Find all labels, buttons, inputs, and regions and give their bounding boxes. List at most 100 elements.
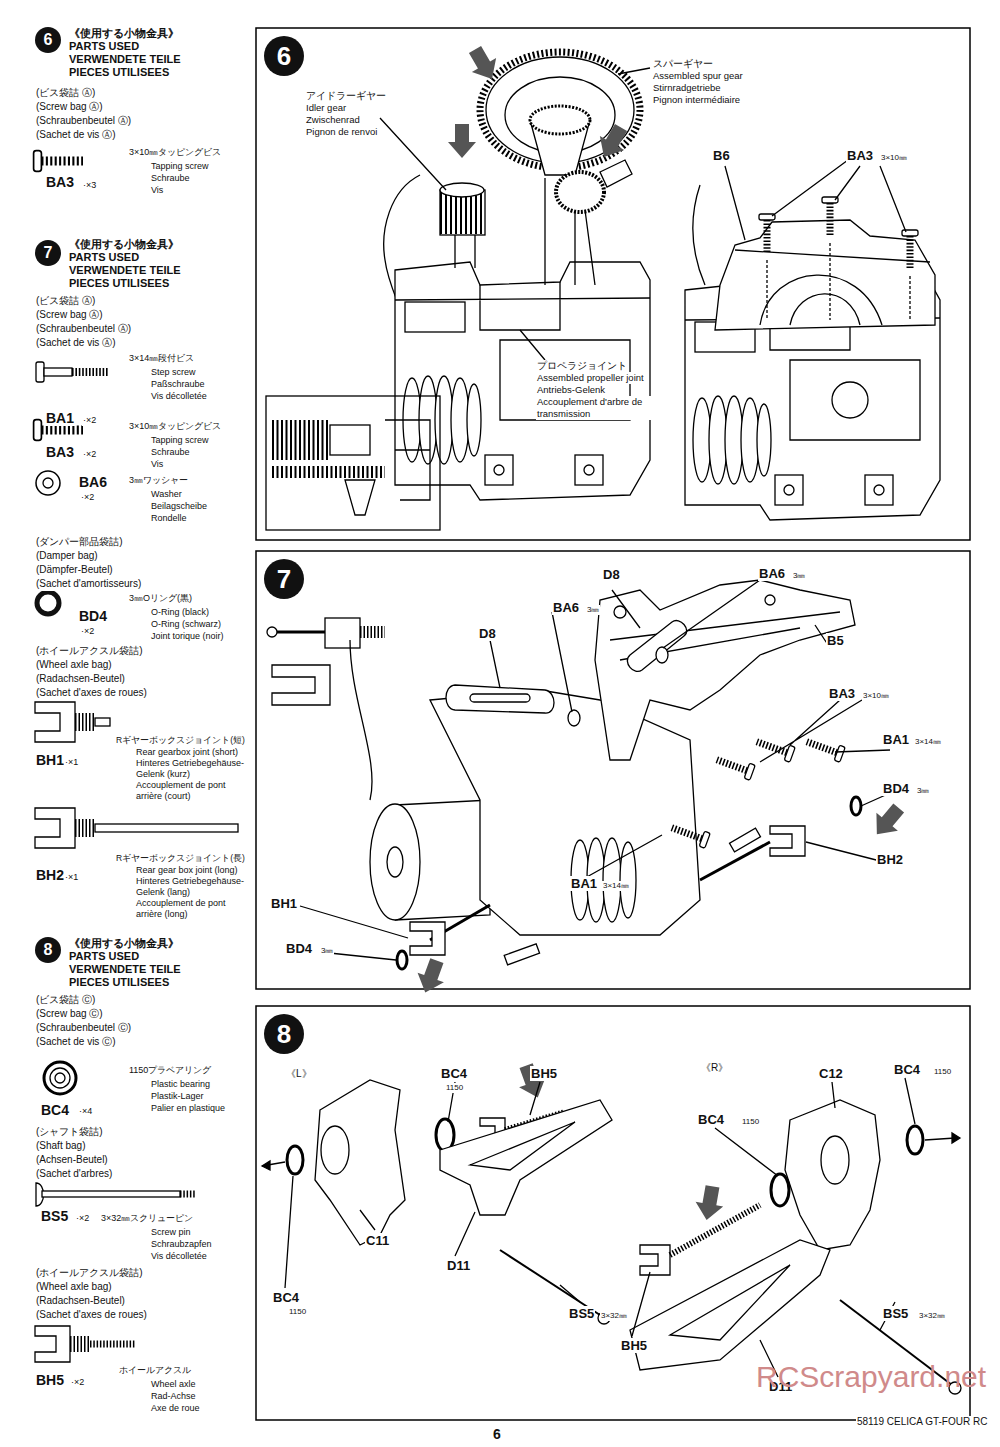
label-group: ·×3: [82, 180, 97, 191]
label-group: 1150プラベアリング: [128, 1064, 212, 1076]
label-group: 3×14㎜: [914, 737, 942, 747]
label-text: PARTS USED: [68, 950, 140, 963]
label-text: BA1: [45, 410, 75, 426]
drawing-part: [256, 551, 970, 989]
label-text: BA3: [828, 686, 856, 701]
label-group: BC4: [893, 1062, 921, 1077]
label-group: 3×32㎜: [600, 1311, 628, 1321]
label-group: ·×2: [80, 626, 95, 637]
label-text: Idler gear: [305, 102, 347, 114]
label-group: Screw pinSchraubzapfenVis décolletée: [150, 1226, 213, 1262]
drawing-part: [851, 797, 861, 815]
label-text: Rondelle: [150, 512, 188, 524]
label-text: Plastic bearing: [150, 1078, 211, 1090]
label-text: (ビス袋詰 Ⓐ): [35, 86, 96, 100]
drawing-part: [42, 1191, 180, 1197]
label-text: Vis: [150, 458, 164, 470]
label-group: ·×2: [70, 1377, 85, 1388]
label-text: (シャフト袋詰): [35, 1125, 104, 1139]
label-group: プロペラジョイントAssembled propeller jointAntrie…: [536, 360, 661, 420]
label-group: 6: [492, 1426, 502, 1442]
step-number: 8: [264, 1014, 304, 1054]
label-group: 3×14㎜段付ビス: [128, 352, 195, 364]
label-group: BS5: [40, 1208, 69, 1224]
label-group: BH5: [35, 1372, 65, 1388]
label-text: BA3: [846, 148, 874, 163]
label-group: (ビス袋詰 Ⓒ)(Screw bag Ⓒ)(Schraubenbeutel Ⓒ)…: [35, 993, 132, 1049]
label-text: 《L》: [285, 1068, 313, 1080]
label-text: ·×2: [80, 492, 95, 503]
label-text: VERWENDETE TEILE: [68, 264, 182, 277]
drawing-part: [36, 471, 60, 495]
label-text: 1150: [933, 1067, 952, 1077]
label-group: 3㎜: [916, 786, 930, 796]
drawing-part: [35, 1326, 70, 1362]
label-text: BA6: [758, 566, 786, 581]
drawing-part: [430, 690, 700, 935]
label-text: 1150: [741, 1117, 760, 1127]
label-text: Accouplement de pont arrière (court): [135, 780, 255, 802]
label-text: 3㎜Oリング(黒): [128, 592, 193, 604]
label-text: BA1: [882, 732, 910, 747]
label-text: C12: [818, 1066, 844, 1081]
label-text: Hinteres Getriebegehäuse-Gelenk (kurz): [135, 758, 255, 780]
drawing-part: [693, 185, 705, 285]
step-number-text: 6: [44, 31, 53, 49]
drawing-part: [272, 420, 330, 460]
label-text: VERWENDETE TEILE: [68, 53, 182, 66]
drawing-part: [285, 1078, 915, 1377]
label-group: BC4: [697, 1112, 725, 1127]
label-text: BH2: [35, 867, 65, 883]
label-group: BA3: [846, 148, 874, 163]
label-text: PIECES UTILISEES: [68, 66, 170, 79]
label-group: BH5: [530, 1066, 558, 1081]
label-text: BC4: [893, 1062, 921, 1077]
label-group: BA3: [828, 686, 856, 701]
label-text: 3㎜: [586, 605, 600, 615]
drawing-part: [530, 106, 590, 134]
label-text: Screw pin: [150, 1226, 192, 1238]
label-text: (Schraubenbeutel Ⓐ): [35, 322, 132, 336]
drawing-part: [43, 478, 53, 488]
label-text: (Radachsen-Beutel): [35, 672, 126, 686]
drawing-part: [730, 828, 761, 852]
label-text: 《使用する小物金具》: [68, 937, 180, 950]
label-text: 3×32㎜: [600, 1311, 628, 1321]
label-group: 3㎜: [792, 571, 806, 581]
label-text: (Screw bag Ⓐ): [35, 308, 104, 322]
drawing-part: [592, 120, 633, 163]
label-text: ·×2: [80, 626, 95, 637]
drawing-part: [75, 819, 95, 837]
label-text: RCScrapyard.net: [755, 1360, 987, 1394]
label-text: 3㎜: [320, 946, 334, 956]
label-text: (ホイールアクスル袋詰): [35, 1266, 144, 1280]
label-group: Step screwPaßschraubeVis décolletée: [150, 366, 208, 402]
label-text: 3×32㎜スクリューピン: [100, 1212, 194, 1224]
label-text: Pignon de renvoi: [305, 126, 378, 138]
drawing-part: [35, 808, 75, 848]
drawing-part: [44, 1062, 76, 1094]
drawing-part: [822, 197, 838, 235]
label-text: BS5: [40, 1208, 69, 1224]
label-group: ·×2: [82, 449, 97, 460]
label-group: BA3: [45, 174, 75, 190]
label-group: C11: [365, 1233, 390, 1248]
label-group: D11: [446, 1258, 471, 1273]
label-group: Rギヤーボックスジョイント(短): [115, 734, 246, 746]
drawing-part: [35, 702, 75, 742]
drawing-part: [767, 243, 910, 320]
label-text: (Screw bag Ⓐ): [35, 100, 104, 114]
label-group: Tapping screwSchraubeVis: [150, 434, 210, 470]
label-text: PARTS USED: [68, 40, 140, 53]
label-group: BC4: [272, 1290, 300, 1305]
label-text: Assembled propeller joint: [536, 372, 645, 384]
label-group: 3㎜ワッシャー: [128, 474, 189, 486]
label-group: B5: [826, 633, 845, 648]
step-number: 8: [35, 937, 61, 963]
label-group: BC4: [440, 1066, 468, 1081]
label-text: ·×1: [64, 872, 79, 883]
drawing-part: [256, 1006, 970, 1420]
label-group: 58119 CELICA GT-FOUR RC: [856, 1416, 988, 1428]
drawing-part: [180, 1191, 196, 1198]
